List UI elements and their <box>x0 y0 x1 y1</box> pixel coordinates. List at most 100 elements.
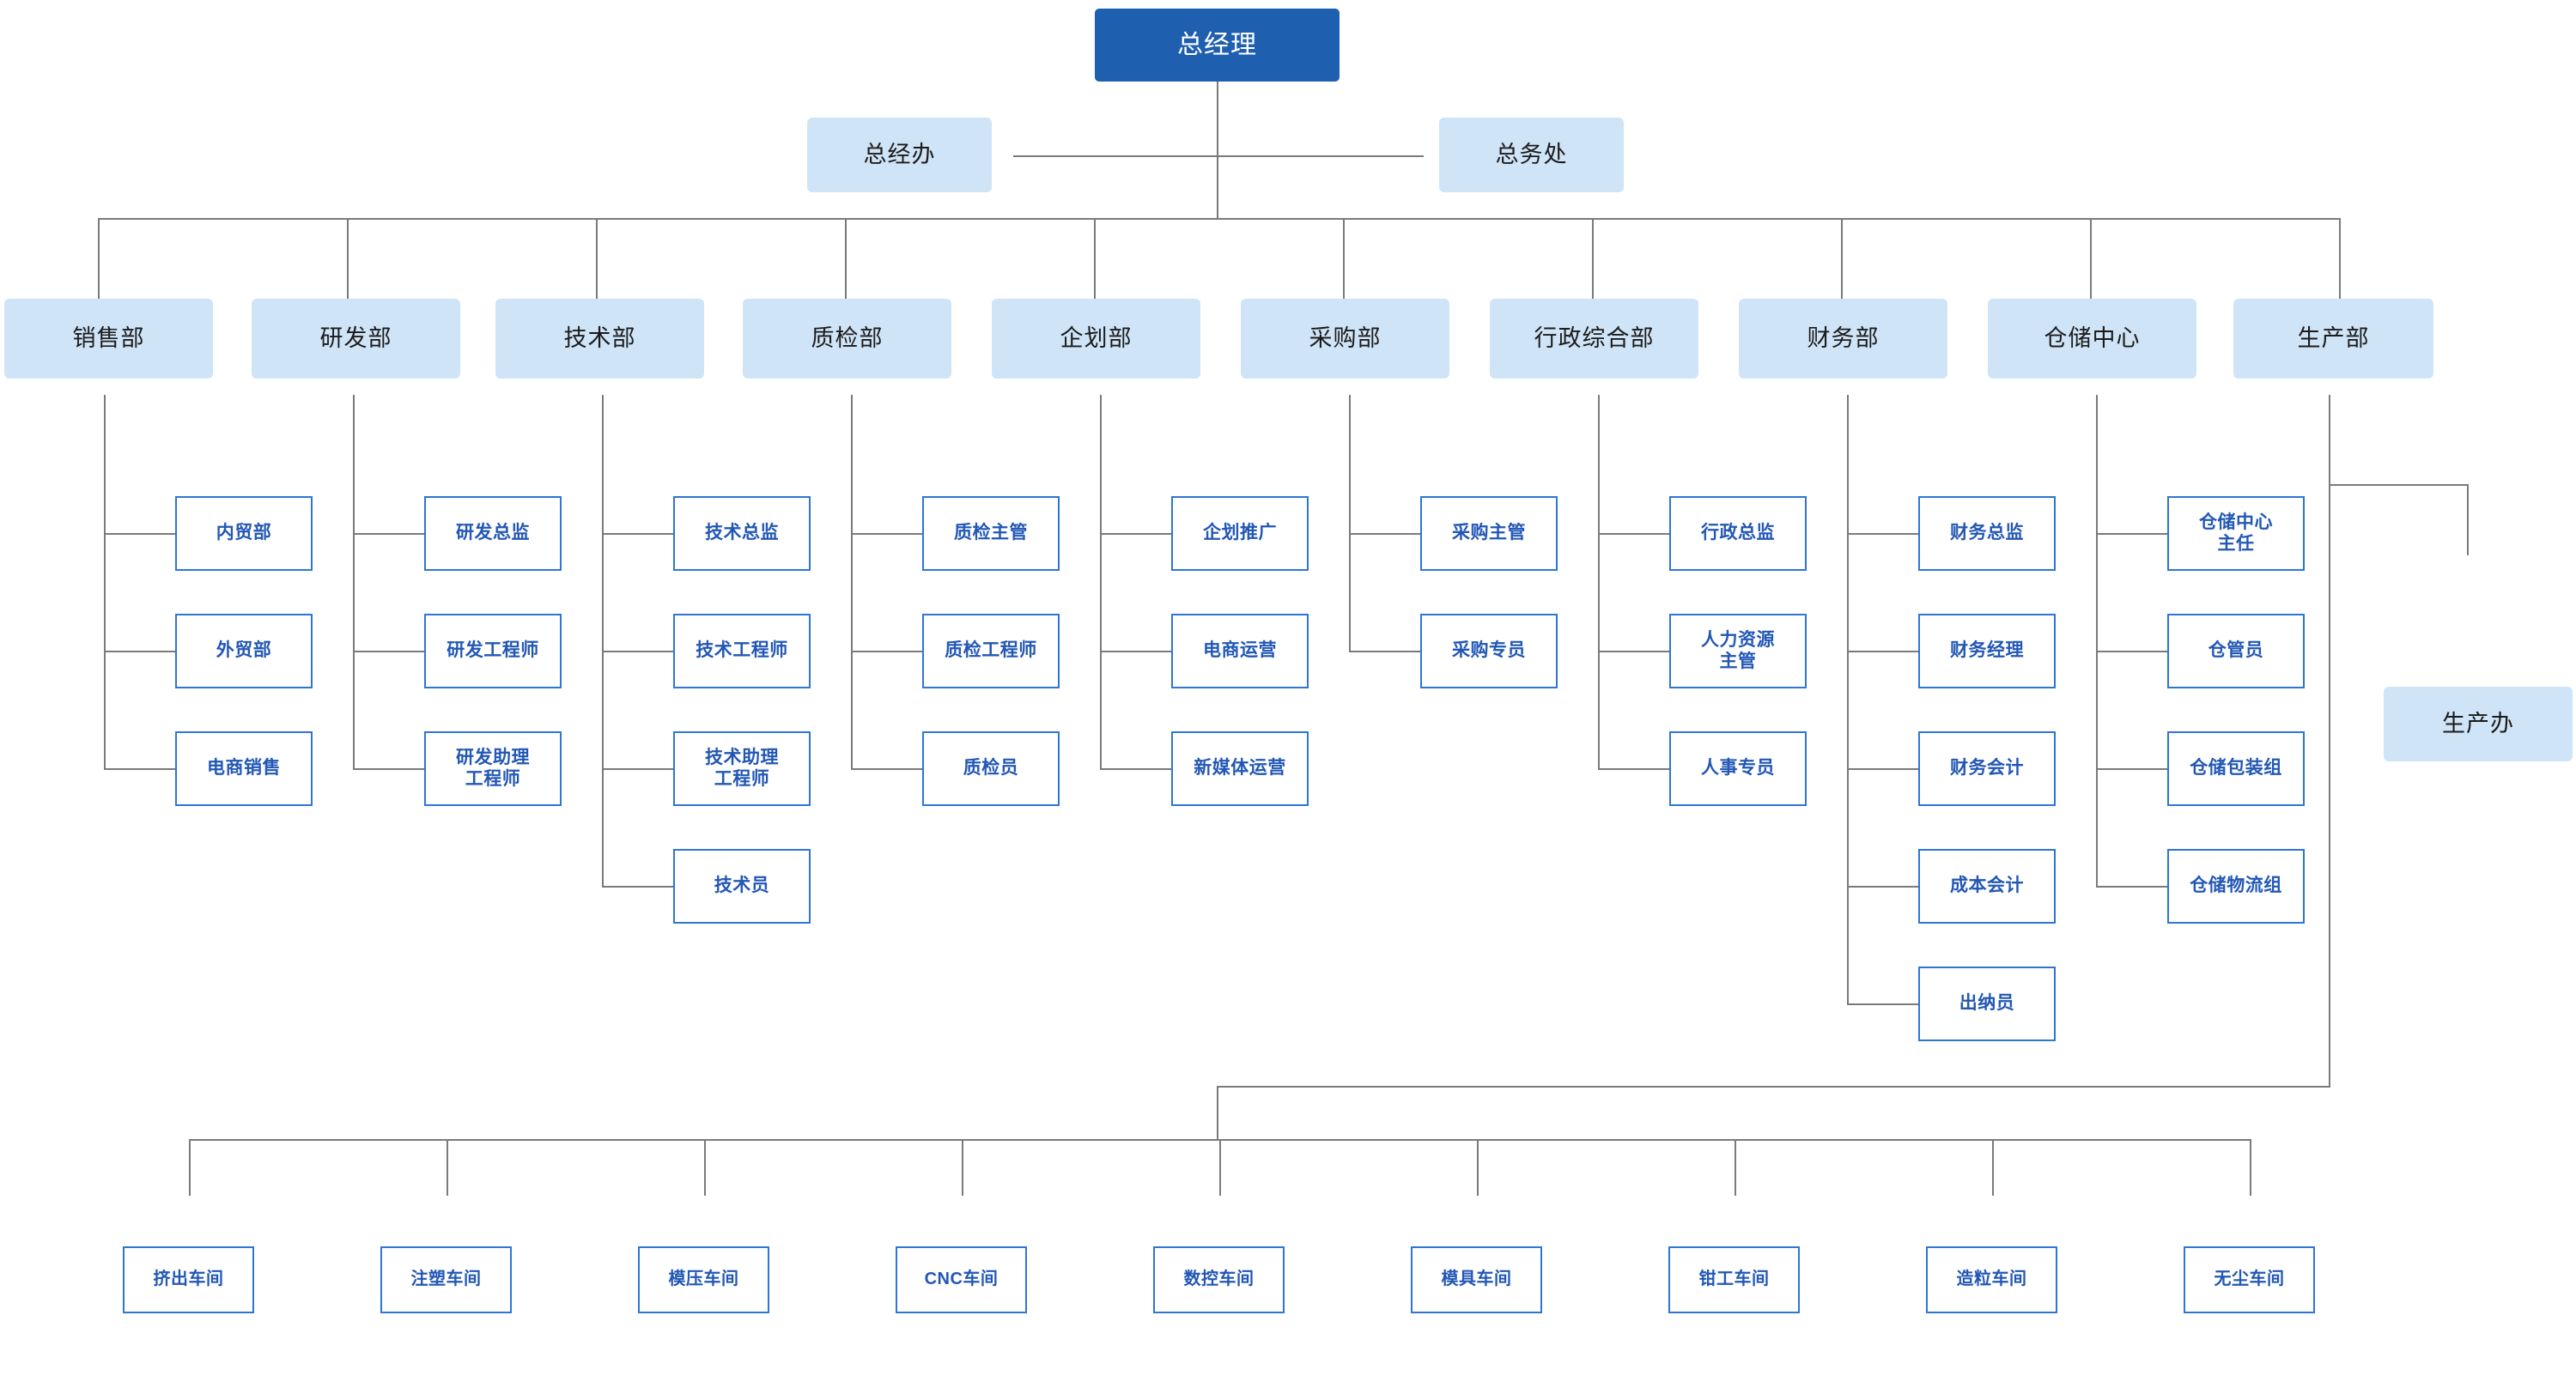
connector-spine-finance <box>1847 395 1849 1003</box>
node-root-general-manager[interactable]: 总经理 <box>1095 9 1340 82</box>
connector-tee-admin-1 <box>1598 533 1671 535</box>
connector-tee-sales-3 <box>104 768 177 770</box>
connector-tee-qc-3 <box>851 768 924 770</box>
connector-production-office-h <box>2329 484 2469 486</box>
node-sub-qc-inspector[interactable]: 质检员 <box>922 731 1060 806</box>
connector-tee-qc-2 <box>851 651 924 652</box>
node-workshop-fitter[interactable]: 钳工车间 <box>1668 1246 1800 1313</box>
node-sub-warehouse-logistics[interactable]: 仓储物流组 <box>2167 849 2305 924</box>
connector-production-to-shops-h <box>1217 1086 2330 1088</box>
connector-root-down <box>1217 82 1218 219</box>
node-sub-rnd-director[interactable]: 研发总监 <box>424 496 562 571</box>
connector-tee-qc-1 <box>851 533 924 535</box>
connector-tee-finance-1 <box>1847 533 1920 535</box>
node-dept-sales[interactable]: 销售部 <box>4 299 213 379</box>
connector-dept-stem-8 <box>1841 218 1843 321</box>
node-sub-sales-domestic-trade[interactable]: 内贸部 <box>175 496 313 571</box>
node-dept-production[interactable]: 生产部 <box>2233 299 2433 379</box>
node-workshop-numerical[interactable]: 数控车间 <box>1153 1246 1285 1313</box>
connector-spine-production <box>2329 395 2330 1088</box>
node-sub-tech-assistant-engineer[interactable]: 技术助理 工程师 <box>673 731 811 806</box>
connector-tee-warehouse-4 <box>2096 886 2169 888</box>
node-dept-quality[interactable]: 质检部 <box>743 299 951 379</box>
node-sub-finance-manager[interactable]: 财务经理 <box>1918 614 2056 688</box>
connector-tee-finance-2 <box>1847 651 1920 652</box>
node-dept-planning[interactable]: 企划部 <box>992 299 1200 379</box>
node-dept-purchasing[interactable]: 采购部 <box>1241 299 1449 379</box>
node-dept-technology[interactable]: 技术部 <box>495 299 704 379</box>
connector-workshop-stem-8 <box>1992 1139 1994 1196</box>
node-sub-qc-engineer[interactable]: 质检工程师 <box>922 614 1060 688</box>
connector-dept-stem-5 <box>1094 218 1096 321</box>
node-sub-tech-engineer[interactable]: 技术工程师 <box>673 614 811 688</box>
node-workshop-compression[interactable]: 模压车间 <box>638 1246 769 1313</box>
node-workshop-cleanroom[interactable]: 无尘车间 <box>2184 1246 2315 1313</box>
connector-dept-stem-10 <box>2339 218 2341 321</box>
node-sub-qc-supervisor[interactable]: 质检主管 <box>922 496 1060 571</box>
connector-workshop-stem-7 <box>1735 1139 1736 1196</box>
connector-dept-stem-7 <box>1592 218 1594 321</box>
connector-spine-plan <box>1100 395 1102 768</box>
node-dept-finance[interactable]: 财务部 <box>1739 299 1947 379</box>
connector-tee-plan-3 <box>1100 768 1173 770</box>
node-sub-plan-promotion[interactable]: 企划推广 <box>1171 496 1309 571</box>
node-sub-purchase-supervisor[interactable]: 采购主管 <box>1420 496 1558 571</box>
node-sub-admin-hr-specialist[interactable]: 人事专员 <box>1669 731 1807 806</box>
node-dept-rnd[interactable]: 研发部 <box>252 299 460 379</box>
connector-tee-tech-3 <box>602 768 675 770</box>
node-sub-purchase-specialist[interactable]: 采购专员 <box>1420 614 1558 688</box>
node-sub-finance-accountant[interactable]: 财务会计 <box>1918 731 2056 806</box>
node-sub-finance-cost-accountant[interactable]: 成本会计 <box>1918 849 2056 924</box>
connector-spine-sales <box>104 395 106 768</box>
connector-tee-sales-2 <box>104 651 177 652</box>
connector-tee-tech-1 <box>602 533 675 535</box>
node-sub-warehouse-packaging[interactable]: 仓储包装组 <box>2167 731 2305 806</box>
node-sub-plan-ecommerce-ops[interactable]: 电商运营 <box>1171 614 1309 688</box>
connector-tee-plan-2 <box>1100 651 1173 652</box>
node-sub-tech-technician[interactable]: 技术员 <box>673 849 811 924</box>
node-sub-rnd-assistant-engineer[interactable]: 研发助理 工程师 <box>424 731 562 806</box>
connector-tee-plan-1 <box>1100 533 1173 535</box>
node-staff-office-general-admin[interactable]: 总经办 <box>807 118 992 192</box>
connector-workshop-stem-2 <box>447 1139 448 1196</box>
node-sub-sales-foreign-trade[interactable]: 外贸部 <box>175 614 313 688</box>
connector-workshop-stem-1 <box>189 1139 191 1196</box>
connector-workshop-stem-9 <box>2250 1139 2251 1196</box>
connector-dept-stem-6 <box>1343 218 1345 321</box>
connector-staff-right <box>1217 155 1424 157</box>
connector-tee-finance-5 <box>1847 1003 1920 1005</box>
node-sub-warehouse-director[interactable]: 仓储中心 主任 <box>2167 496 2305 571</box>
node-sub-plan-new-media-ops[interactable]: 新媒体运营 <box>1171 731 1309 806</box>
connector-tee-finance-4 <box>1847 886 1920 888</box>
connector-production-office-v <box>2467 484 2469 555</box>
node-sub-tech-director[interactable]: 技术总监 <box>673 496 811 571</box>
node-sub-warehouse-keeper[interactable]: 仓管员 <box>2167 614 2305 688</box>
connector-tee-tech-2 <box>602 651 675 652</box>
node-dept-admin[interactable]: 行政综合部 <box>1490 299 1698 379</box>
node-sub-admin-hr-manager[interactable]: 人力资源 主管 <box>1669 614 1807 688</box>
connector-workshop-stem-3 <box>704 1139 706 1196</box>
connector-dept-stem-4 <box>845 218 847 321</box>
node-workshop-mold[interactable]: 模具车间 <box>1411 1246 1542 1313</box>
node-sub-production-office[interactable]: 生产办 <box>2384 687 2573 761</box>
connector-workshop-stem-6 <box>1477 1139 1479 1196</box>
connector-tee-rnd-3 <box>353 768 426 770</box>
node-workshop-cnc[interactable]: CNC车间 <box>896 1246 1027 1313</box>
connector-spine-purchase <box>1349 395 1351 651</box>
node-sub-rnd-engineer[interactable]: 研发工程师 <box>424 614 562 688</box>
node-staff-office-general-affairs[interactable]: 总务处 <box>1439 118 1624 192</box>
connector-tee-warehouse-3 <box>2096 768 2169 770</box>
connector-dept-stem-1 <box>98 218 100 321</box>
connector-tee-rnd-1 <box>353 533 426 535</box>
node-dept-warehouse[interactable]: 仓储中心 <box>1988 299 2196 379</box>
node-sub-finance-director[interactable]: 财务总监 <box>1918 496 2056 571</box>
node-sub-sales-ecommerce[interactable]: 电商销售 <box>175 731 313 806</box>
node-workshop-injection[interactable]: 注塑车间 <box>380 1246 512 1313</box>
node-sub-admin-director[interactable]: 行政总监 <box>1669 496 1807 571</box>
node-workshop-granulation[interactable]: 造粒车间 <box>1926 1246 2057 1313</box>
connector-tee-tech-4 <box>602 886 675 888</box>
connector-dept-stem-3 <box>596 218 598 321</box>
node-workshop-extrusion[interactable]: 挤出车间 <box>123 1246 254 1313</box>
node-sub-finance-cashier[interactable]: 出纳员 <box>1918 967 2056 1041</box>
